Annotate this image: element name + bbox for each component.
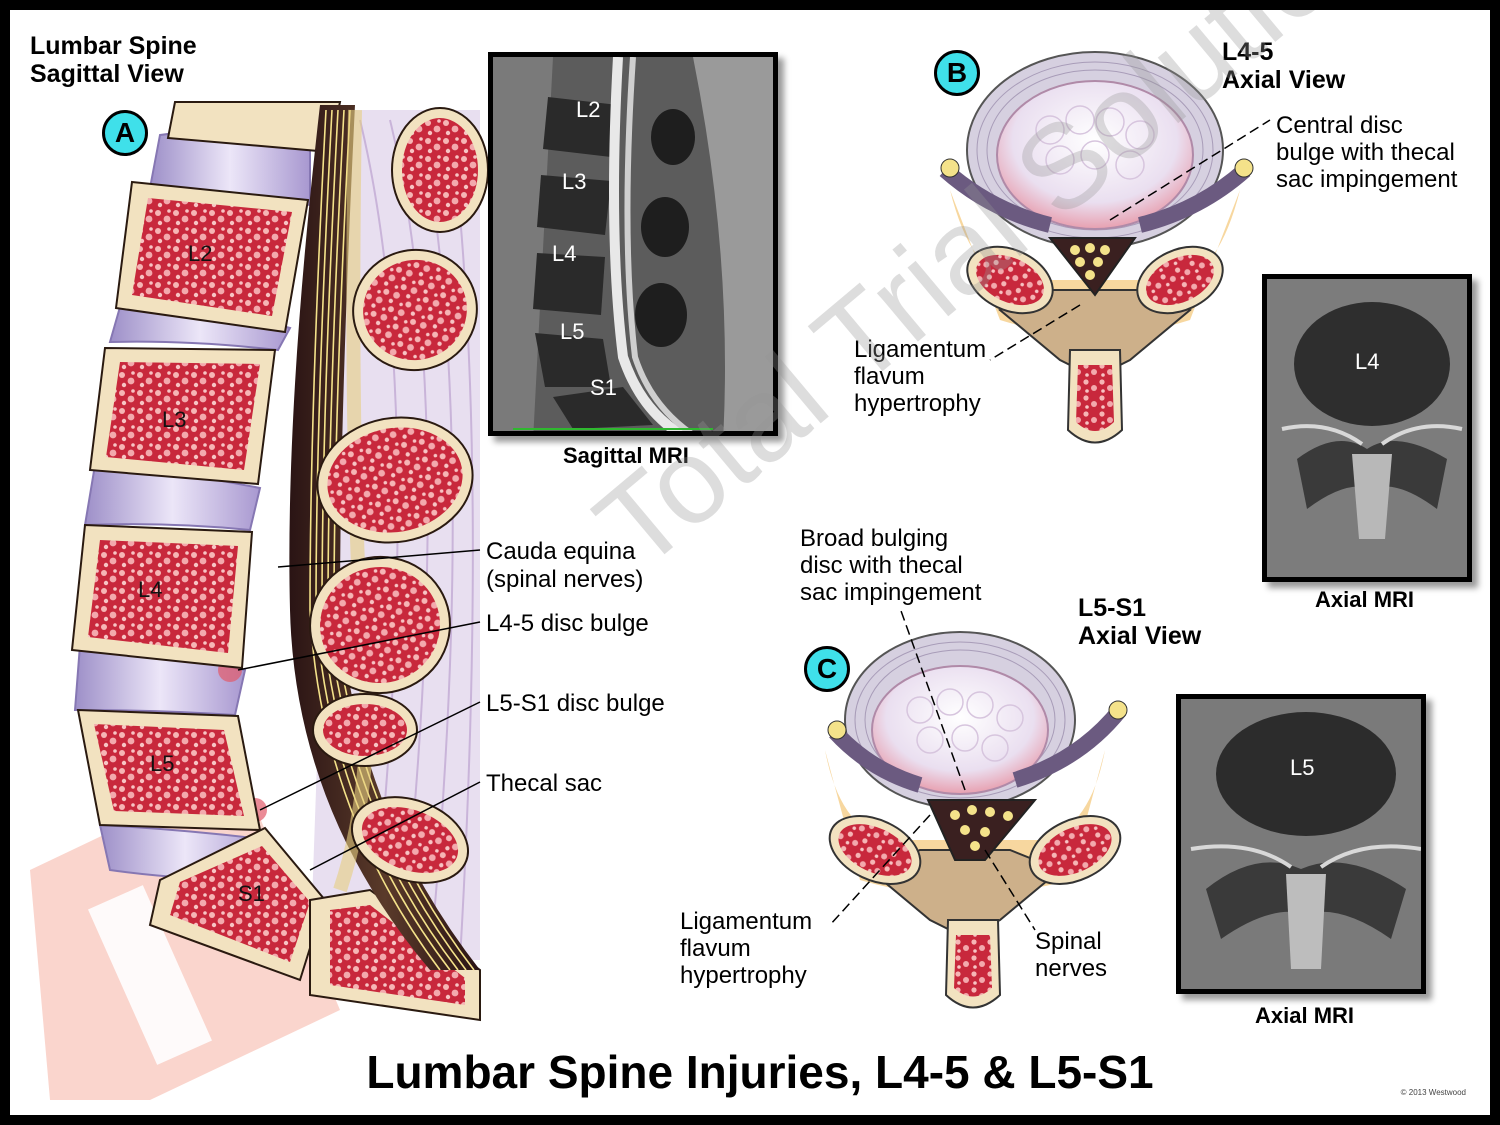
axial-mri-l5-image — [1176, 694, 1426, 994]
sagittal-mri-drawing — [493, 57, 773, 431]
vertebra-label-l3: L3 — [162, 407, 187, 432]
panel-c-badge: C — [804, 646, 850, 692]
ligamentum-flavum-b-label-line3: hypertrophy — [854, 390, 981, 417]
panel-a-title-line1: Lumbar Spine — [30, 32, 197, 60]
spinal-nerves-label-line2: nerves — [1035, 955, 1108, 982]
vertebra-label-s1: S1 — [238, 881, 265, 906]
spinal-nerves-label-line1: Spinal — [1035, 928, 1102, 955]
panel-c-title-line1: L5-S1 — [1078, 594, 1147, 622]
panel-b-title-line2: Axial View — [1222, 66, 1346, 94]
ligamentum-flavum-b-label-line2: flavum — [854, 363, 925, 390]
axial-mri-l4-drawing — [1267, 279, 1467, 577]
cauda-equina-label-line2: (spinal nerves) — [486, 566, 644, 593]
thecal-sac-label: Thecal sac — [486, 770, 603, 797]
axial-mri-l4-label: L4 — [1355, 349, 1380, 374]
ligamentum-flavum-c-label-line1: Ligamentum — [680, 908, 813, 935]
broad-bulging-disc-label-line1: Broad bulging — [800, 525, 949, 552]
sagittal-mri-caption: Sagittal MRI — [563, 443, 689, 468]
broad-bulging-disc-label-line2: disc with thecal — [800, 552, 963, 579]
panel-c-title-line2: Axial View — [1078, 622, 1202, 650]
axial-mri-c-caption: Axial MRI — [1255, 1003, 1355, 1028]
axial-mri-b-caption: Axial MRI — [1315, 587, 1415, 612]
central-disc-bulge-label-line1: Central disc — [1276, 112, 1403, 139]
broad-bulging-disc-label-line3: sac impingement — [800, 579, 982, 606]
main-title: Lumbar Spine Injuries, L4-5 & L5-S1 — [366, 1046, 1154, 1098]
axial-mri-l4-image — [1262, 274, 1472, 582]
axial-view-c-illustration — [825, 607, 1128, 1009]
sagittal-spine-illustration — [70, 101, 489, 1022]
axial-mri-l5-label: L5 — [1290, 755, 1315, 780]
vertebra-label-l2: L2 — [188, 241, 213, 266]
copyright-notice: © 2013 Westwood — [1400, 1088, 1466, 1097]
mri-label-s1: S1 — [590, 375, 617, 400]
axial-view-b-illustration — [939, 51, 1271, 444]
panel-b-title-line1: L4-5 — [1222, 38, 1274, 66]
l4-5-disc-bulge-label: L4-5 disc bulge — [486, 610, 649, 637]
central-disc-bulge-label-line3: sac impingement — [1276, 166, 1458, 193]
panel-a-title-line2: Sagittal View — [30, 60, 184, 88]
ligamentum-flavum-c-label-line3: hypertrophy — [680, 962, 807, 989]
cauda-equina-label-line1: Cauda equina — [486, 538, 636, 565]
sagittal-mri-image — [488, 52, 778, 436]
mri-label-l2: L2 — [576, 97, 601, 122]
panel-b-badge: B — [934, 50, 980, 96]
ligamentum-flavum-c-label-line2: flavum — [680, 935, 751, 962]
mri-label-l5: L5 — [560, 319, 585, 344]
mri-label-l4: L4 — [552, 241, 577, 266]
vertebra-label-l4: L4 — [138, 577, 163, 602]
panel-a-badge: A — [102, 110, 148, 156]
central-disc-bulge-label-line2: bulge with thecal — [1276, 139, 1455, 166]
mri-label-l3: L3 — [562, 169, 587, 194]
vertebra-label-l5: L5 — [150, 751, 175, 776]
l5-s1-disc-bulge-label: L5-S1 disc bulge — [486, 690, 665, 717]
axial-mri-l5-drawing — [1181, 699, 1421, 989]
ligamentum-flavum-b-label-line1: Ligamentum — [854, 336, 987, 363]
